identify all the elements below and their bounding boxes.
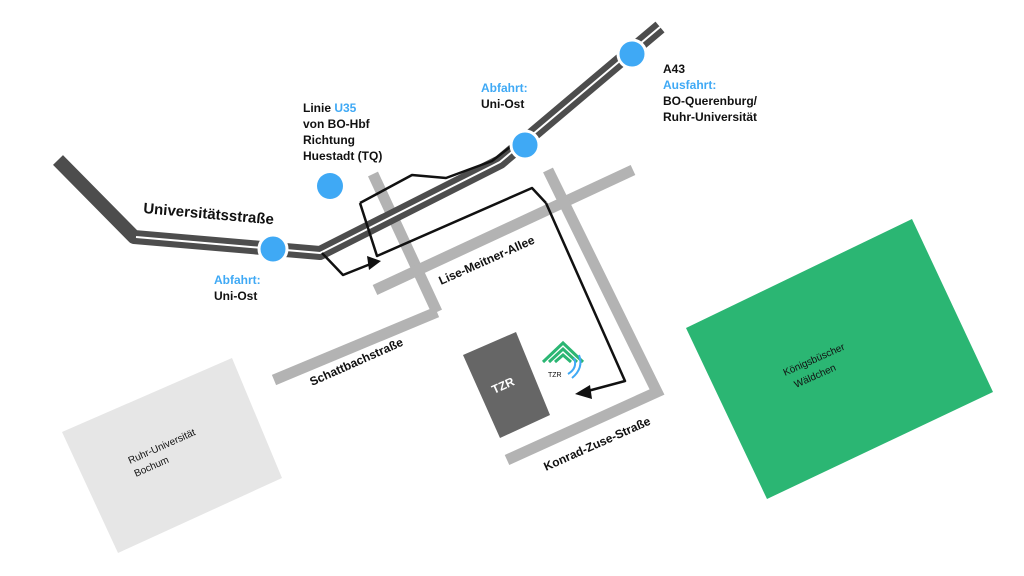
koenigsbuescher-waeldchen-area xyxy=(686,219,993,499)
label-exit-center-name: Uni-Ost xyxy=(481,97,524,111)
exit-marker-center xyxy=(509,129,541,161)
label-exit-left-heading: Abfahrt: xyxy=(214,273,261,287)
route-exit-arrowhead xyxy=(367,256,381,270)
label-tram-line2: von BO-Hbf xyxy=(303,117,371,131)
road-konrad-zuse-strasse xyxy=(504,167,665,466)
label-tram-line4: Huestadt (TQ) xyxy=(303,149,382,163)
label-a43-line2: Ruhr-Universität xyxy=(663,110,757,124)
label-exit-center-heading: Abfahrt: xyxy=(481,81,528,95)
tzr-logo-arc-outer xyxy=(541,340,585,364)
road-lise-meitner-allee xyxy=(372,165,636,295)
tzr-building xyxy=(463,332,550,438)
route-loop-box xyxy=(358,186,547,258)
tzr-logo-arc-inner xyxy=(554,353,572,364)
tzr-logo-wave-2 xyxy=(571,354,582,379)
tzr-logo-wave-1 xyxy=(567,357,577,375)
road-schattbachstrasse xyxy=(271,306,440,386)
highway xyxy=(53,21,665,260)
route-exit-arrow xyxy=(321,252,374,277)
tram-marker xyxy=(317,173,343,199)
exit-marker-left xyxy=(257,233,289,265)
label-exit-left-name: Uni-Ost xyxy=(214,289,257,303)
label-a43-road: A43 xyxy=(663,62,685,76)
label-tram-number: U35 xyxy=(334,101,356,115)
label-tram-line: Linie U35 xyxy=(303,101,357,115)
tzr-logo-text: TZR xyxy=(548,372,562,379)
label-a43-line1: BO-Querenburg/ xyxy=(663,94,758,108)
label-a43-heading: Ausfahrt: xyxy=(663,78,716,92)
exit-marker-a43 xyxy=(616,38,648,70)
local-roads xyxy=(271,165,665,466)
label-tram-prefix: Linie xyxy=(303,101,334,115)
ruhr-universitaet-area xyxy=(62,358,282,553)
route-main-arrowhead xyxy=(575,385,592,399)
tzr-logo: TZR xyxy=(541,340,585,379)
route-loop xyxy=(359,146,511,205)
label-tram-line3: Richtung xyxy=(303,133,355,147)
route-main xyxy=(544,202,627,394)
tzr-logo-arc-middle xyxy=(547,346,579,364)
route-line xyxy=(321,146,627,399)
label-universitaetsstrasse: Universitätsstraße xyxy=(143,200,275,228)
